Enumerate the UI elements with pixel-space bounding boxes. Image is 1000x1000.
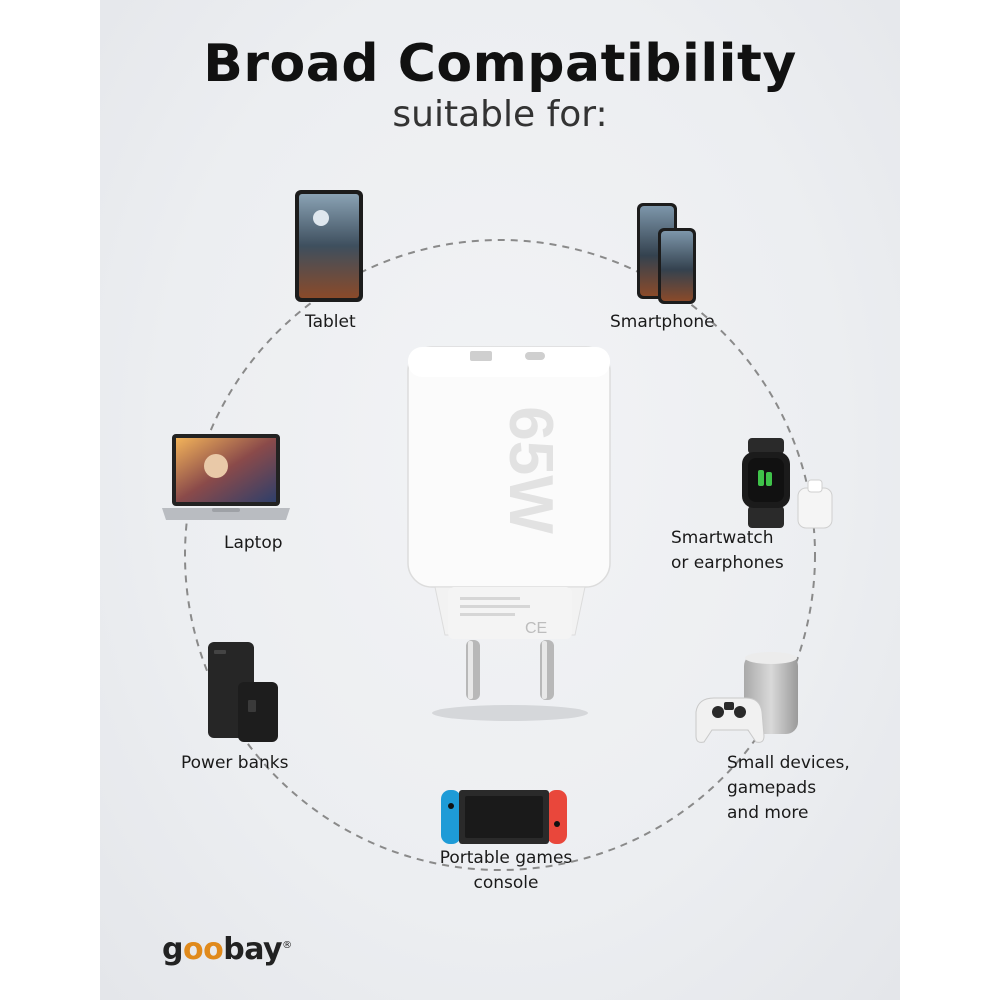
- brand-logo: goobay®: [162, 932, 292, 967]
- label-tablet: Tablet: [305, 312, 356, 332]
- label-smartphone: Smartphone: [610, 312, 715, 332]
- brand-logo-prefix: g: [162, 932, 183, 967]
- label-smartwatch: Smartwatch or earphones: [671, 528, 784, 573]
- laptop-image: [162, 434, 290, 520]
- label-powerbanks: Power banks: [181, 753, 289, 773]
- console-image: [441, 790, 567, 844]
- brand-logo-suffix: bay: [223, 932, 283, 967]
- tablet-image: [295, 190, 363, 302]
- label-console: Portable games console: [439, 848, 573, 893]
- charger-wattage: 65W: [496, 406, 565, 534]
- label-laptop: Laptop: [224, 533, 283, 553]
- brand-logo-registered: ®: [282, 940, 292, 951]
- smartphone-image: [637, 203, 696, 304]
- charger-ce-mark: CE: [525, 620, 547, 637]
- gamepad-speaker-image: [695, 652, 798, 743]
- smartwatch-image: [742, 438, 833, 529]
- powerbank-image: [208, 642, 278, 742]
- charger-image: 65W CE: [407, 346, 611, 721]
- label-small-devices: Small devices, gamepads and more: [727, 753, 850, 823]
- page-title: Broad Compatibility: [203, 34, 797, 94]
- brand-logo-oo: oo: [182, 932, 224, 967]
- page-subtitle: suitable for:: [392, 94, 608, 135]
